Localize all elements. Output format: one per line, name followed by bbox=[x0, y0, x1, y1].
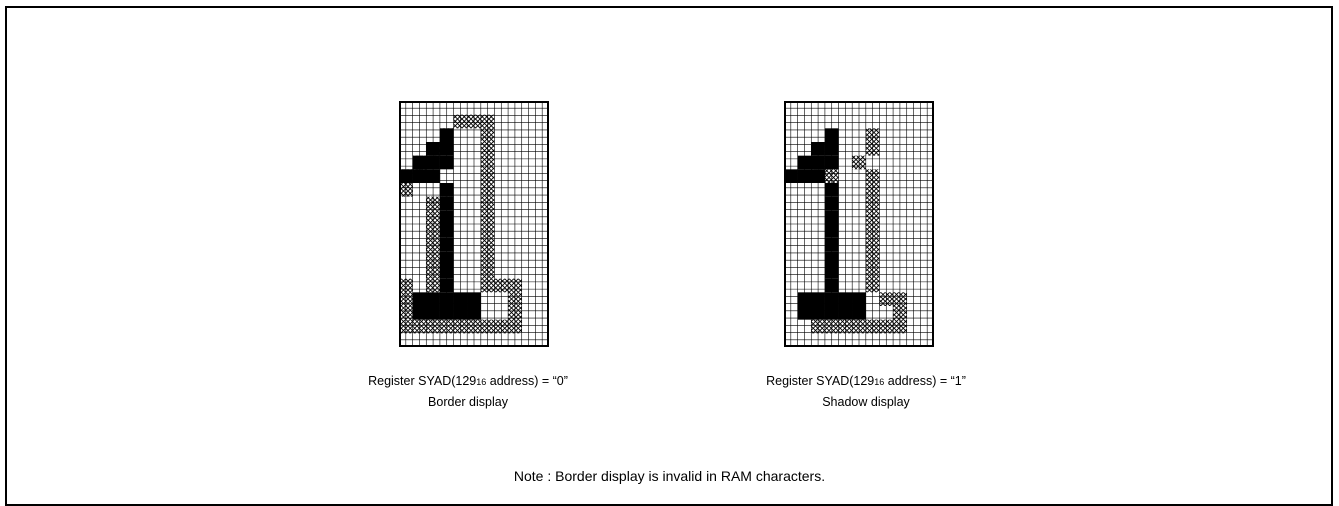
border-display-label: Border display bbox=[428, 395, 508, 409]
shadow-display-label: Shadow display bbox=[822, 395, 910, 409]
subscript-base: 16 bbox=[874, 377, 885, 387]
border-display-glyph-grid bbox=[399, 101, 549, 347]
grid-border bbox=[399, 101, 549, 347]
shadow-display-glyph-grid bbox=[784, 101, 934, 347]
shadow-display-caption: Register SYAD(12916 address) = “1” Shado… bbox=[686, 371, 1046, 412]
border-display-caption: Register SYAD(12916 address) = “0” Borde… bbox=[288, 371, 648, 412]
subscript-base: 16 bbox=[476, 377, 487, 387]
figure-frame bbox=[5, 6, 1333, 506]
border-register-line: Register SYAD(12916 address) = “0” bbox=[288, 371, 648, 392]
shadow-register-line: Register SYAD(12916 address) = “1” bbox=[686, 371, 1046, 392]
register-label: Register SYAD(129 bbox=[766, 374, 875, 388]
grid-border bbox=[784, 101, 934, 347]
note-text: Note : Border display is invalid in RAM … bbox=[513, 468, 826, 484]
register-label: Register SYAD(129 bbox=[368, 374, 477, 388]
register-value: address) = “1” bbox=[884, 374, 966, 388]
register-value: address) = “0” bbox=[486, 374, 568, 388]
